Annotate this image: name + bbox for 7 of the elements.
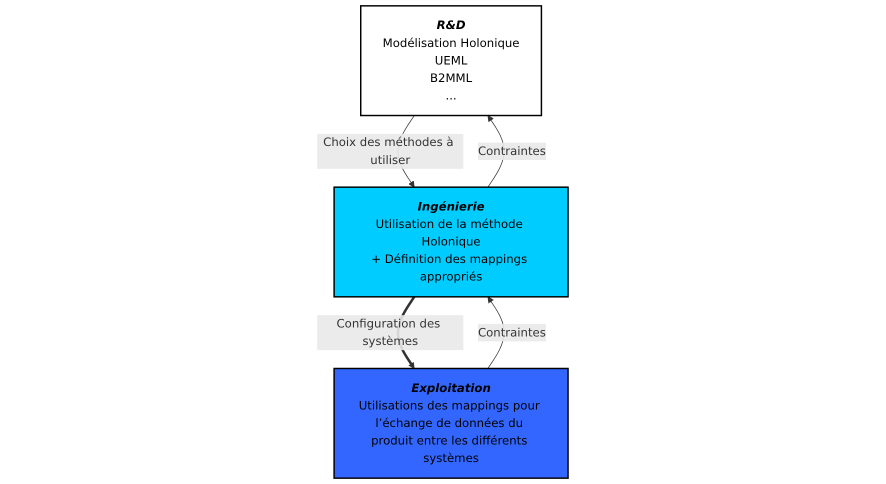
node-box: R&D Modélisation Holonique UEML B2MML ... <box>360 5 543 116</box>
node-box: Exploitation Utilisations des mappings pour l’échange de données du produit entre les différents systèmes <box>334 368 570 479</box>
node-box: Ingénierie Utilisation de la méthode Holonique + Définition des mappings appropriés <box>334 186 570 298</box>
edge-label: Configuration des systèmes <box>336 316 441 348</box>
edge-label: Contraintes <box>478 144 546 158</box>
edge-label: Choix des méthodes à utiliser <box>324 135 454 167</box>
edge-label: Contraintes <box>478 325 546 340</box>
